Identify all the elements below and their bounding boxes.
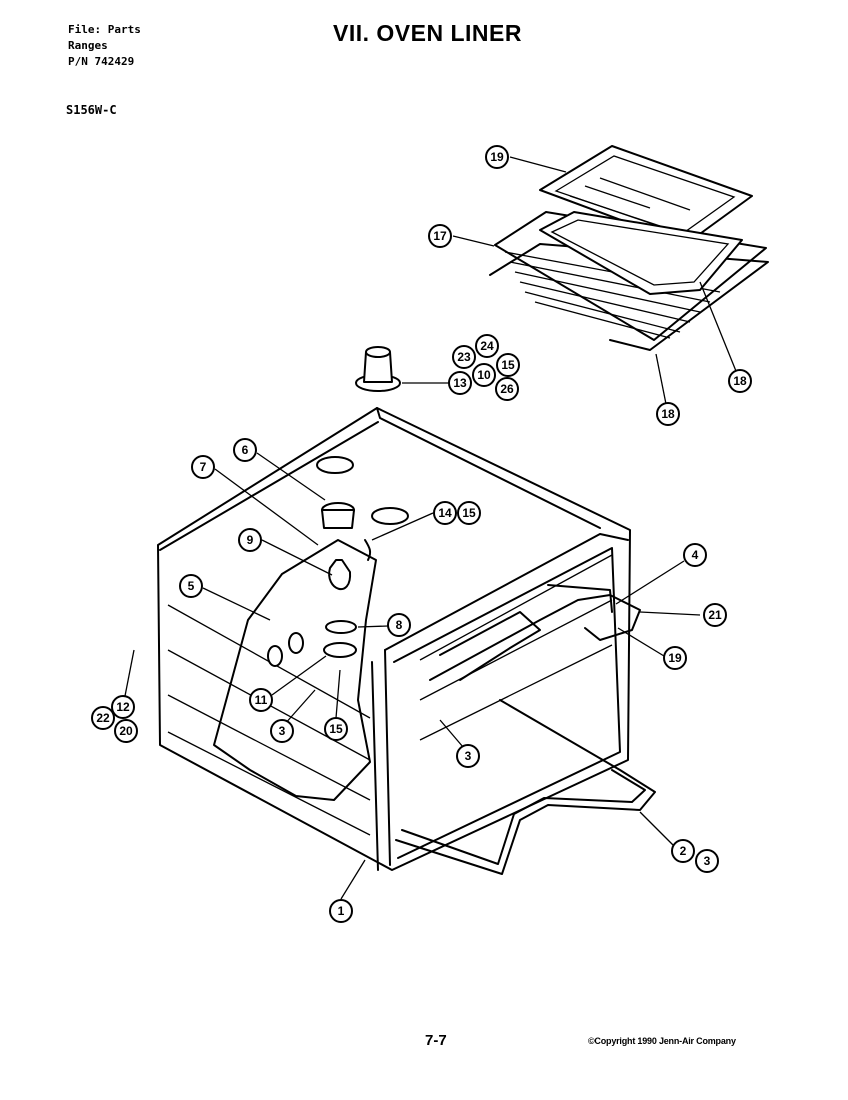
- svg-text:17: 17: [433, 229, 447, 243]
- callout-10: 10: [472, 363, 496, 387]
- svg-text:23: 23: [457, 350, 471, 364]
- part-number-line: P/N 742429: [68, 55, 135, 68]
- callout-15-bottom: 15: [324, 717, 348, 741]
- callout-1: 1: [329, 899, 353, 923]
- page-number: 7-7: [425, 1032, 447, 1049]
- callout-11: 11: [249, 688, 273, 712]
- callout-18-right: 18: [728, 369, 752, 393]
- callout-15-mid: 15: [457, 501, 481, 525]
- callout-18-bottom: 18: [656, 402, 680, 426]
- page-title: VII. OVEN LINER: [333, 20, 522, 46]
- oven-racks: [489, 211, 769, 351]
- callout-2: 2: [671, 839, 695, 863]
- category-line: Ranges: [68, 39, 108, 52]
- callout-26: 26: [495, 377, 519, 401]
- svg-text:13: 13: [453, 376, 467, 390]
- svg-text:18: 18: [661, 407, 675, 421]
- model-number: S156W-C: [66, 103, 117, 117]
- svg-text:22: 22: [96, 711, 110, 725]
- svg-text:3: 3: [465, 749, 472, 763]
- callout-6: 6: [233, 438, 257, 462]
- callout-9: 9: [238, 528, 262, 552]
- svg-text:14: 14: [438, 506, 452, 520]
- callout-22: 22: [91, 706, 115, 730]
- svg-text:2: 2: [680, 844, 687, 858]
- broil-element: [429, 584, 641, 681]
- callout-14: 14: [433, 501, 457, 525]
- svg-text:5: 5: [188, 579, 195, 593]
- svg-text:3: 3: [279, 724, 286, 738]
- svg-text:15: 15: [501, 358, 515, 372]
- callout-24: 24: [475, 334, 499, 358]
- svg-text:26: 26: [500, 382, 514, 396]
- bake-element: [395, 699, 656, 875]
- svg-text:15: 15: [462, 506, 476, 520]
- svg-text:19: 19: [490, 150, 504, 164]
- file-line: File: Parts: [68, 23, 141, 36]
- thermostat-bulb-assembly: [355, 346, 401, 392]
- callout-19-element: 19: [663, 646, 687, 670]
- svg-text:12: 12: [116, 700, 130, 714]
- callout-12: 12: [111, 695, 135, 719]
- callout-23: 23: [452, 345, 476, 369]
- callout-7: 7: [191, 455, 215, 479]
- svg-text:7: 7: [200, 460, 207, 474]
- svg-text:11: 11: [255, 693, 268, 707]
- svg-text:4: 4: [692, 548, 699, 562]
- svg-text:9: 9: [247, 533, 254, 547]
- svg-text:1: 1: [338, 904, 345, 918]
- callout-17: 17: [428, 224, 452, 248]
- callout-8: 8: [387, 613, 411, 637]
- svg-text:20: 20: [119, 724, 133, 738]
- svg-text:15: 15: [329, 722, 343, 736]
- callout-20: 20: [114, 719, 138, 743]
- svg-text:18: 18: [733, 374, 747, 388]
- svg-text:3: 3: [704, 854, 711, 868]
- svg-text:10: 10: [477, 368, 491, 382]
- callout-21: 21: [703, 603, 727, 627]
- svg-text:6: 6: [242, 443, 249, 457]
- file-info: File: Parts Ranges P/N 742429: [68, 22, 141, 70]
- oven-liner-cavity: [157, 407, 631, 871]
- callout-15-top: 15: [496, 353, 520, 377]
- callout-3-right: 3: [695, 849, 719, 873]
- svg-text:24: 24: [480, 339, 494, 353]
- callout-19-pan: 19: [485, 145, 509, 169]
- callout-3-mid: 3: [456, 744, 480, 768]
- svg-text:19: 19: [668, 651, 682, 665]
- callout-13: 13: [448, 371, 472, 395]
- callout-5: 5: [179, 574, 203, 598]
- callout-4: 4: [683, 543, 707, 567]
- copyright-notice: ©Copyright 1990 Jenn-Air Company: [588, 1036, 736, 1046]
- callout-3-left: 3: [270, 719, 294, 743]
- svg-text:21: 21: [708, 608, 722, 622]
- svg-text:8: 8: [396, 618, 403, 632]
